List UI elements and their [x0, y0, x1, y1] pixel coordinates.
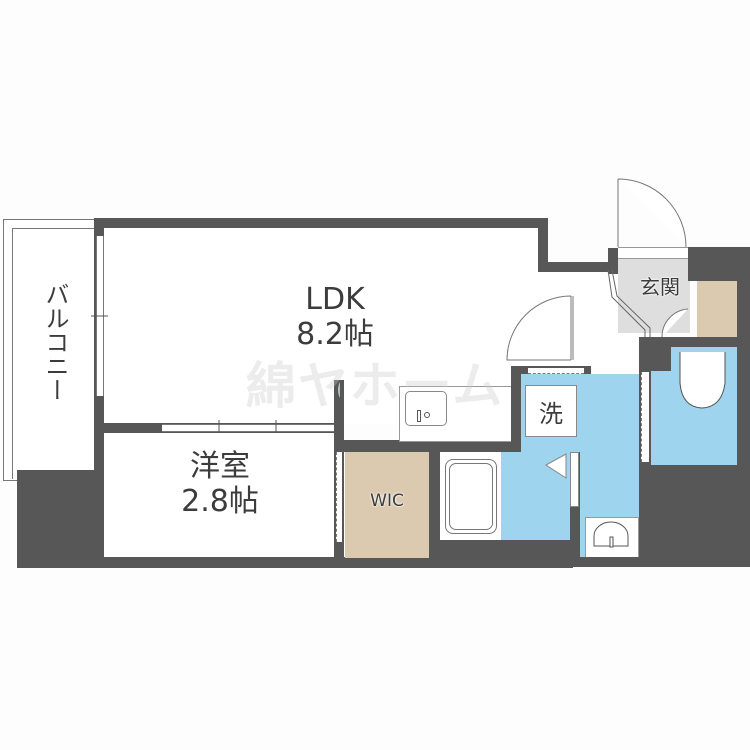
toilet-door[interactable] [641, 372, 649, 462]
wall-toilet-nw-block [651, 347, 671, 371]
wall-wic-bath [429, 452, 441, 562]
wall-southeast-block [639, 465, 750, 567]
sliding-door-western-room[interactable] [162, 424, 334, 432]
ldk-label: LDK 8.2帖 [255, 282, 415, 352]
wall-south-east [573, 557, 750, 567]
wall-bath-east [570, 452, 580, 562]
wic-label: WIC [370, 491, 404, 511]
western-room-label: 洋室 2.8帖 [140, 449, 300, 519]
watermark: 綿ヤホーム [245, 357, 505, 415]
stove-knob-icon [424, 412, 430, 418]
wic-floor [345, 452, 429, 558]
washroom-door[interactable] [528, 368, 584, 374]
wall-wash-west [511, 366, 523, 452]
wall-bath-south [440, 540, 580, 560]
wall-south [17, 557, 573, 568]
washer-label: 洗 [539, 399, 563, 428]
western-room-name: 洋室 [190, 449, 250, 484]
washing-machine-space: 洗 [525, 385, 577, 437]
wall-entrance-west [608, 248, 618, 274]
bathtub [445, 459, 497, 534]
wall-block-southwest [17, 470, 105, 567]
ldk-area: 8.2帖 [296, 316, 374, 352]
wall-entrance-south [639, 337, 750, 347]
western-room-floor [104, 433, 334, 557]
entrance-floor [618, 258, 690, 333]
entrance-door-threshold[interactable] [618, 247, 690, 259]
kitchen-sink [405, 391, 447, 426]
bathroom-door[interactable] [570, 452, 579, 507]
balcony-label: バルコニー [41, 282, 69, 402]
faucet-icon [417, 410, 421, 422]
bathtub-inner [449, 463, 493, 530]
western-room-area: 2.8帖 [181, 483, 259, 519]
wic-door[interactable] [336, 452, 342, 542]
wall-notch-vertical [538, 218, 548, 270]
balcony-inner-rail [12, 228, 95, 479]
entrance-label: 玄関 [640, 275, 680, 299]
wall-north-ldk [94, 218, 548, 228]
shoe-closet [697, 281, 737, 337]
ldk-name: LDK [305, 282, 365, 317]
